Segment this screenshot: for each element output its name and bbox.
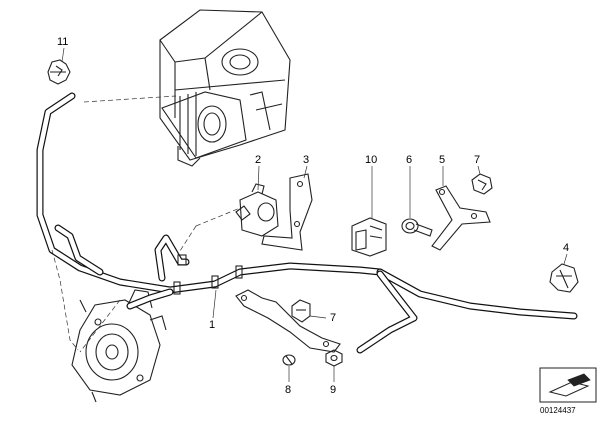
hose-clamp-part-4 (549, 263, 579, 293)
callout-9: 9 (330, 384, 337, 396)
callout-5: 5 (439, 154, 446, 166)
bracket-part-3 (261, 173, 313, 251)
catalog-number: 00124437 (540, 406, 576, 415)
callout-7-top: 7 (474, 154, 481, 166)
pressure-converter-part-2 (235, 183, 279, 237)
callout-1: 1 (209, 319, 216, 331)
callout-7-bottom: 7 (330, 312, 337, 324)
catalog-badge-icon (539, 367, 597, 403)
leader-lines (61, 47, 568, 382)
assembly-lines (51, 95, 241, 353)
callout-8: 8 (285, 384, 292, 396)
hose-line-part-1 (36, 92, 578, 354)
callout-3: 3 (303, 154, 310, 166)
callout-2: 2 (255, 154, 262, 166)
lower-bracket (235, 289, 341, 353)
holder-part-10 (351, 217, 387, 257)
clip-part-7-top (471, 173, 493, 195)
hose-clip-part-11 (47, 59, 71, 85)
bolt-part-6-top (401, 218, 433, 237)
air-filter-housing (159, 9, 291, 167)
bracket-part-5 (431, 185, 491, 251)
callout-11: 11 (57, 36, 69, 48)
nut-part-9 (325, 349, 343, 367)
bolt-part-8 (282, 354, 296, 366)
callout-4: 4 (563, 242, 570, 254)
clip-part-7-bottom (291, 299, 311, 323)
vacuum-pump (71, 289, 167, 403)
callout-10: 10 (365, 154, 378, 166)
callout-6-top: 6 (406, 154, 413, 166)
